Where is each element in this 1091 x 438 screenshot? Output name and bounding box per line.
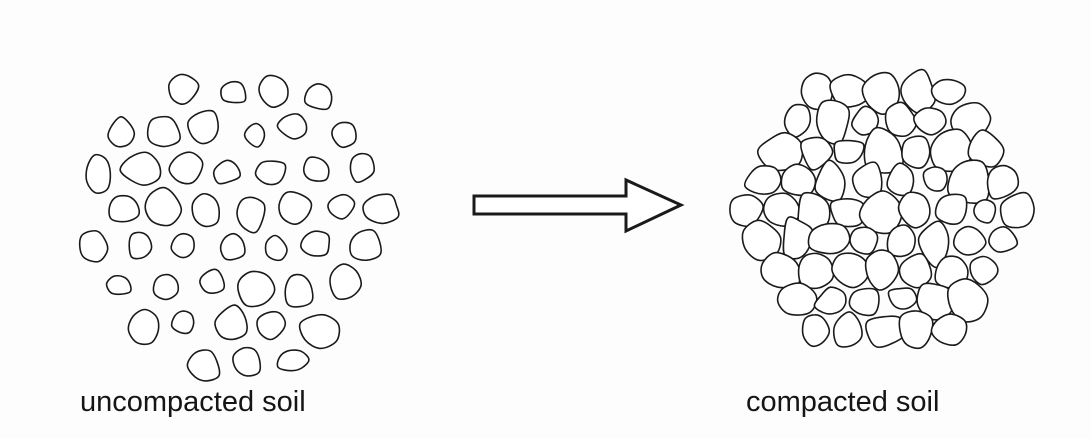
soil-grain: [914, 108, 946, 135]
soil-grain: [128, 309, 158, 344]
soil-grain: [200, 269, 224, 293]
soil-grain: [832, 253, 868, 287]
soil-grain: [989, 227, 1017, 252]
soil-grain: [305, 84, 332, 110]
soil-grain: [80, 231, 108, 262]
soil-grain: [899, 254, 931, 288]
soil-grain: [899, 192, 930, 228]
arrow-right-icon: [474, 180, 681, 231]
soil-grain: [834, 141, 864, 164]
soil-grain: [887, 225, 915, 256]
soil-grain: [266, 235, 287, 260]
soil-grain: [187, 350, 219, 381]
soil-grain: [109, 196, 139, 222]
soil-grain: [221, 234, 245, 260]
compacted-soil-grains: [730, 70, 1034, 349]
soil-grain: [188, 111, 218, 144]
soil-grain: [171, 234, 194, 258]
soil-grain: [808, 224, 849, 254]
soil-grain: [1001, 193, 1034, 228]
soil-grain: [285, 275, 313, 307]
soil-grain: [192, 194, 219, 227]
soil-grain: [277, 114, 306, 139]
soil-grain: [850, 227, 878, 254]
soil-grain: [799, 253, 834, 288]
soil-grain: [169, 152, 203, 183]
soil-grain: [107, 276, 131, 295]
soil-grain: [849, 289, 879, 316]
soil-grain: [129, 232, 151, 258]
soil-grain: [866, 250, 899, 290]
soil-grain: [363, 194, 399, 223]
soil-grain: [215, 305, 247, 339]
soil-grain: [221, 82, 246, 103]
soil-grain: [257, 312, 285, 340]
soil-grain: [888, 288, 916, 309]
soil-grain: [350, 230, 381, 260]
soil-grain: [300, 315, 340, 349]
soil-grain: [785, 105, 811, 138]
soil-grain: [814, 287, 846, 314]
soil-grain: [214, 160, 241, 183]
soil-grain: [301, 231, 329, 256]
soil-grain: [172, 311, 194, 333]
soil-grain: [350, 154, 374, 183]
soil-grain: [120, 152, 160, 185]
soil-grain: [108, 117, 134, 147]
soil-grain: [148, 117, 180, 147]
soil-grain: [834, 312, 862, 347]
compacted-soil-label: compacted soil: [746, 388, 939, 417]
soil-grain: [923, 167, 947, 191]
soil-grain: [277, 350, 309, 371]
soil-grain: [745, 166, 781, 194]
uncompacted-soil-label: uncompacted soil: [80, 388, 306, 417]
soil-grain: [237, 197, 265, 232]
soil-grain: [932, 80, 966, 105]
soil-grain: [279, 192, 312, 224]
soil-grain: [936, 194, 967, 224]
soil-grain: [328, 195, 355, 219]
soil-grain: [256, 161, 286, 184]
soil-grain: [245, 124, 265, 147]
soil-grain: [259, 75, 288, 107]
soil-grain: [970, 256, 998, 284]
soil-grain: [803, 315, 830, 347]
soil-grain: [233, 348, 260, 376]
soil-grain: [332, 122, 356, 147]
soil-grain: [304, 157, 329, 181]
uncompacted-soil-grains: [80, 74, 399, 380]
soil-grain: [330, 264, 361, 299]
soil-grain: [238, 271, 275, 306]
soil-grain: [778, 283, 817, 315]
soil-grain: [899, 311, 932, 348]
soil-grain: [145, 188, 181, 226]
soil-grain: [154, 275, 179, 300]
soil-grain: [954, 227, 986, 255]
soil-grain: [974, 200, 995, 223]
soil-grain: [169, 74, 199, 104]
soil-grain: [987, 166, 1018, 199]
soil-grain: [902, 136, 930, 168]
soil-grain: [86, 155, 110, 194]
